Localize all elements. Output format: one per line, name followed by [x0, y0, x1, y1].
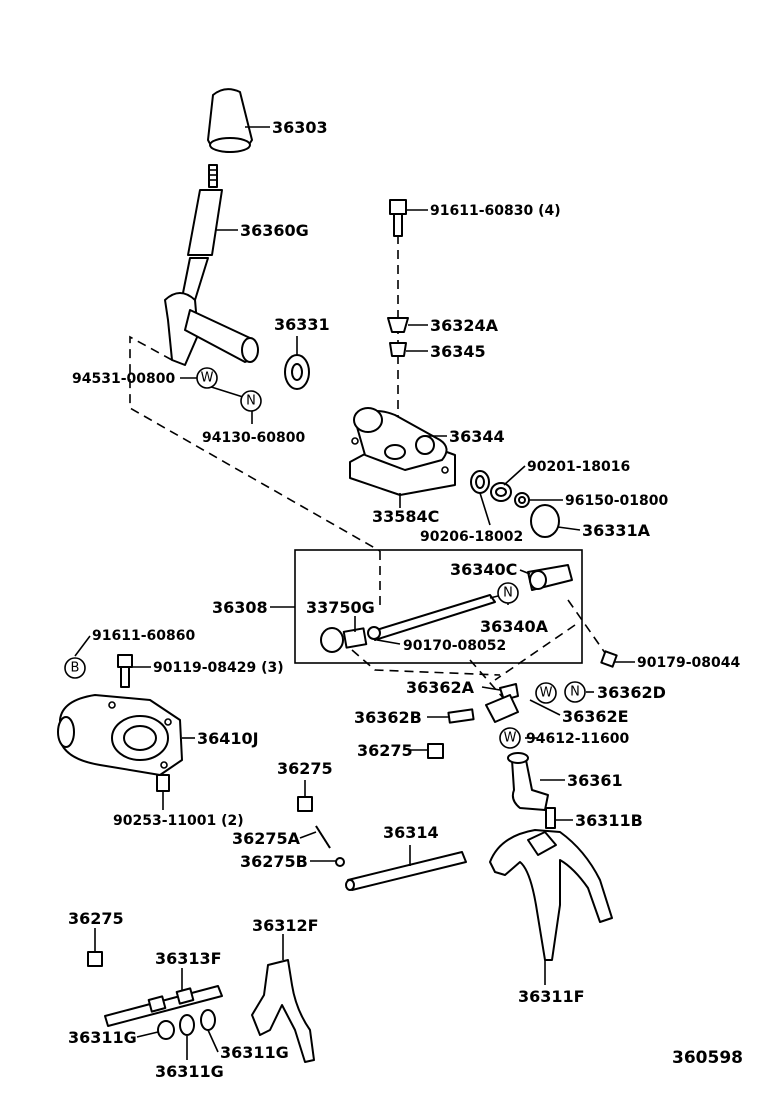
nut-symbol-36362D: N — [564, 681, 586, 703]
label-36410J: 36410J — [197, 729, 259, 748]
ball-36275B — [335, 857, 345, 867]
label-90170-08052: 90170-08052 — [403, 638, 506, 654]
label-36340C: 36340C — [450, 560, 517, 579]
rings-36311G — [157, 1009, 216, 1040]
nut-symbol-94130: N — [240, 390, 262, 412]
svg-text:B: B — [71, 661, 80, 676]
fork-36311F — [489, 829, 613, 961]
label-36362A: 36362A — [406, 678, 475, 697]
label-91611-60830: 91611-60830 (4) — [430, 203, 561, 219]
spring-36275A — [315, 825, 331, 849]
label-36311G-a: 36311G — [68, 1028, 137, 1047]
washer-symbol-36362: W — [535, 682, 557, 704]
svg-text:N: N — [570, 685, 580, 700]
bushing-36345 — [389, 342, 407, 357]
bolt-91611-60830 — [389, 199, 407, 237]
label-36324A: 36324A — [430, 316, 499, 335]
leader-lines — [74, 126, 635, 1060]
label-96150-01800: 96150-01800 — [565, 493, 668, 509]
svg-text:W: W — [504, 731, 517, 746]
svg-text:N: N — [246, 394, 256, 409]
transfer-case-icon — [349, 407, 456, 496]
label-36311G-b: 36311G — [220, 1043, 289, 1062]
label-90179-08044: 90179-08044 — [637, 655, 740, 671]
label-36344: 36344 — [449, 427, 505, 446]
nut-90179-08044 — [600, 650, 618, 668]
ring-96150-01800 — [514, 492, 530, 508]
bolt-90119-08429 — [117, 654, 133, 688]
bolt-symbol-91611-60860: B — [64, 657, 86, 679]
shaft-36314 — [345, 851, 467, 891]
bushing-36324A — [387, 317, 409, 333]
grommet-36331 — [284, 354, 310, 390]
nut-symbol-36340A: N — [497, 582, 519, 604]
label-36312F: 36312F — [252, 916, 319, 935]
cap-36331A — [530, 504, 560, 538]
label-36362B: 36362B — [354, 708, 422, 727]
label-36331A: 36331A — [582, 521, 651, 540]
label-36275-b: 36275 — [357, 741, 413, 760]
washer-symbol-94612: W — [499, 727, 521, 749]
washer-symbol-94531: W — [196, 367, 218, 389]
label-36331: 36331 — [274, 315, 330, 334]
ring-90206-18002 — [470, 470, 490, 494]
lever-36361 — [507, 752, 549, 811]
shaft-36313F — [104, 985, 223, 1027]
label-36311G-c: 36311G — [155, 1062, 224, 1081]
svg-text:W: W — [201, 371, 214, 386]
piece-36362E — [485, 694, 519, 723]
diagram-id: 360598 — [672, 1048, 743, 1068]
label-90119-08429: 90119-08429 (3) — [153, 660, 284, 676]
label-36362D: 36362D — [597, 683, 666, 702]
label-91611-60860: 91611-60860 — [92, 628, 195, 644]
label-36275A: 36275A — [232, 829, 301, 848]
svg-text:N: N — [503, 586, 513, 601]
fork-36312F — [251, 959, 315, 1063]
label-36313F: 36313F — [155, 949, 222, 968]
shift-rod-36308 — [320, 564, 573, 653]
label-36361: 36361 — [567, 771, 623, 790]
label-36311F: 36311F — [518, 987, 585, 1006]
label-94531-00800: 94531-00800 — [72, 371, 175, 387]
label-36340A: 36340A — [480, 617, 549, 636]
label-36360G: 36360G — [240, 221, 309, 240]
label-36275-a: 36275 — [277, 759, 333, 778]
label-36345: 36345 — [430, 342, 486, 361]
label-90206-18002: 90206-18002 — [420, 529, 523, 545]
svg-text:W: W — [540, 686, 553, 701]
label-33750G: 33750G — [306, 598, 375, 617]
label-90253-11001: 90253-11001 (2) — [113, 813, 244, 829]
shift-lever-icon — [164, 164, 259, 366]
label-36275-c: 36275 — [68, 909, 124, 928]
adapter-case-36410J — [57, 694, 183, 776]
label-36314: 36314 — [383, 823, 439, 842]
piece-36362A — [499, 683, 519, 701]
pin-36311B — [545, 807, 556, 829]
shift-knob-icon — [207, 88, 253, 153]
pin-90253-11001 — [156, 774, 170, 792]
label-36311B: 36311B — [575, 811, 643, 830]
part-labels: 36303 36360G 91611-60830 (4) 36331 36324… — [68, 118, 743, 1081]
label-36303: 36303 — [272, 118, 328, 137]
plug-36275-lower — [87, 951, 103, 967]
label-36275B: 36275B — [240, 852, 308, 871]
pin-36362B — [447, 708, 475, 724]
plug-36275-upper — [297, 796, 313, 812]
label-36362E: 36362E — [562, 707, 629, 726]
label-94130-60800: 94130-60800 — [202, 430, 305, 446]
plug-36275-mid — [427, 743, 444, 759]
label-94612-11600: 94612-11600 — [526, 731, 629, 747]
label-33584C: 33584C — [372, 507, 439, 526]
label-36308: 36308 — [212, 598, 268, 617]
ring-90201-18016 — [490, 482, 512, 502]
label-90201-18016: 90201-18016 — [527, 459, 630, 475]
